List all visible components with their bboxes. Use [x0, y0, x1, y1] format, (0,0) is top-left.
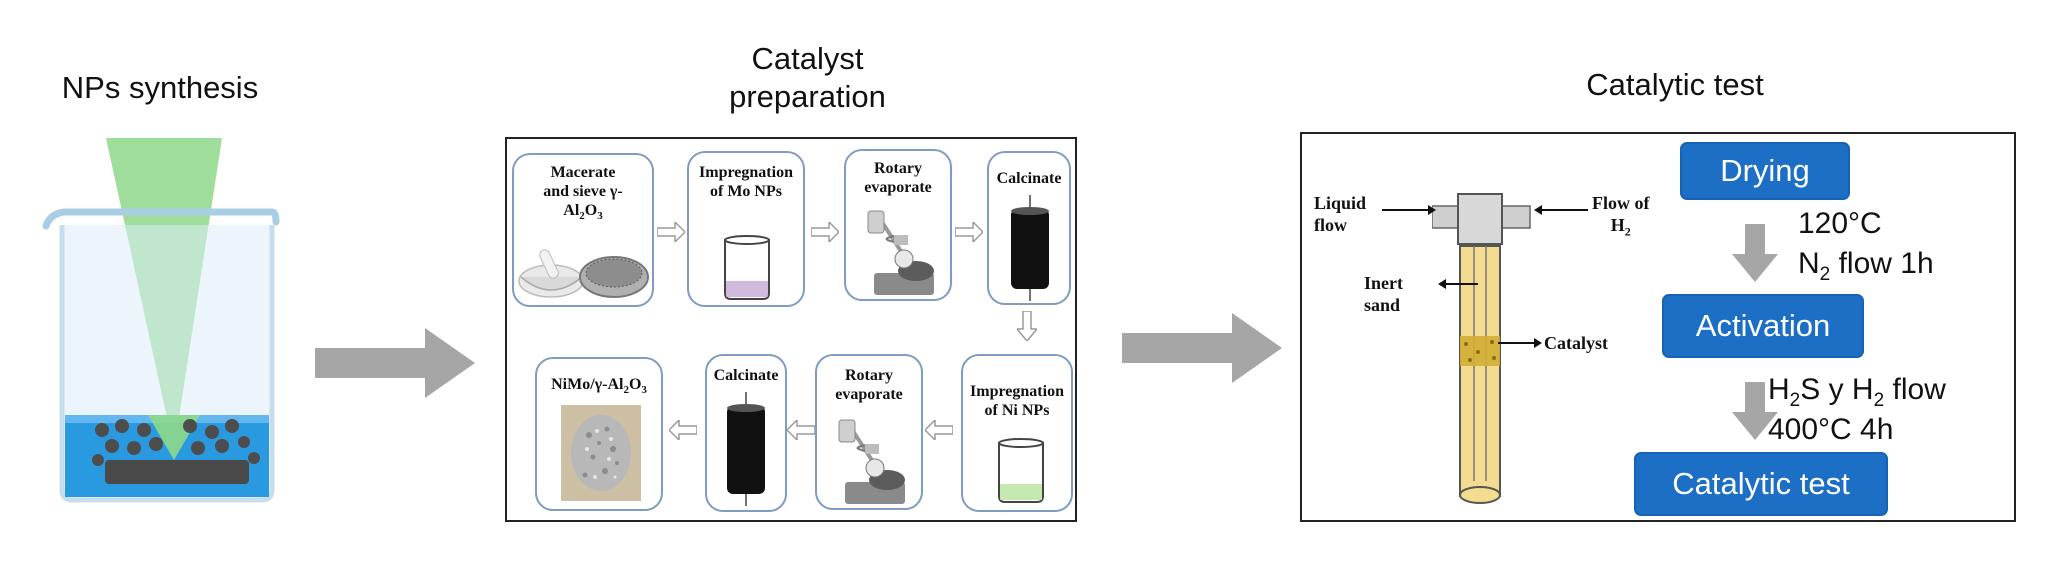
- card-impregnation-ni: Impregnation of Ni NPs: [961, 354, 1073, 512]
- card-impregnation-mo: Impregnation of Mo NPs: [687, 151, 805, 307]
- furnace-icon-1: [1011, 195, 1049, 301]
- small-arrow-5: [787, 420, 815, 440]
- impregnation-ni-l1: Impregnation: [970, 383, 1064, 400]
- catalyst-powder-image: [561, 405, 641, 501]
- calcinate1-label: Calcinate: [996, 170, 1062, 187]
- small-arrow-6: [669, 420, 697, 440]
- small-arrow-3: [955, 222, 983, 242]
- rotary1-l1: Rotary: [874, 160, 922, 177]
- rotary2-l2: evaporate: [835, 386, 903, 403]
- drying-condition-2: N2 flow 1h: [1798, 247, 1934, 285]
- macerate-label-l2: and sieve γ-: [543, 183, 623, 200]
- macerate-label-l3: Al2O3: [563, 202, 603, 222]
- activation-condition-2: 400°C 4h: [1768, 413, 1894, 446]
- small-arrow-2: [811, 222, 839, 242]
- drying-condition-1: 120°C: [1798, 207, 1882, 240]
- rotary1-l2: evaporate: [864, 179, 932, 196]
- test-title: Catalytic test: [1586, 67, 1764, 102]
- card-calcinate-1: Calcinate: [987, 151, 1071, 305]
- arrow-preparation-to-test: [1122, 313, 1282, 383]
- impregnation-ni-l2: of Ni NPs: [984, 402, 1050, 419]
- preparation-title: Catalyst preparation: [700, 40, 915, 116]
- step-catalytic-test: Catalytic test: [1634, 452, 1888, 516]
- catalyst-pointer: [1498, 338, 1542, 348]
- test-panel: Liquid flow Flow of H2 Inert sand Cataly…: [1300, 132, 2016, 522]
- product-label: NiMo/γ-Al2O3: [551, 376, 647, 396]
- reactor-tube-illustration: [1432, 193, 1531, 504]
- card-product: NiMo/γ-Al2O3: [535, 357, 663, 511]
- calcinate2-label: Calcinate: [713, 367, 779, 384]
- small-arrow-down: [1017, 311, 1037, 341]
- beaker-rim: [42, 208, 280, 230]
- catalyst-label: Catalyst: [1544, 333, 1608, 353]
- flow-h2-pointer: [1534, 205, 1588, 215]
- inert-sand-label: Inert sand: [1364, 273, 1403, 315]
- preparation-panel: Macerate and sieve γ- Al2O3 Impregnation…: [505, 137, 1077, 522]
- impregnation-mo-l2: of Mo NPs: [710, 183, 782, 200]
- beaker-ni-icon: [998, 438, 1044, 503]
- card-macerate: Macerate and sieve γ- Al2O3: [512, 153, 654, 307]
- beaker-mo-icon: [724, 235, 770, 300]
- card-rotary-2: Rotary evaporate: [815, 354, 923, 510]
- furnace-icon-2: [727, 392, 765, 506]
- step-drying: Drying: [1680, 142, 1850, 200]
- step-activation: Activation: [1662, 294, 1864, 358]
- rotary-evaporator-icon-1: [867, 210, 934, 295]
- impregnation-mo-l1: Impregnation: [699, 164, 793, 181]
- preparation-title-line2: preparation: [729, 79, 886, 114]
- flow-h2-label: Flow of H2: [1592, 193, 1650, 239]
- liquid-flow-label: Liquid flow: [1314, 193, 1367, 235]
- rotary2-l1: Rotary: [845, 367, 893, 384]
- mortar-and-sieve-image: [518, 249, 649, 298]
- synthesis-beaker-illustration: [42, 138, 280, 503]
- activation-condition-1: H2S y H2 flow: [1768, 373, 1946, 411]
- target-disk: [105, 460, 249, 484]
- arrow-synthesis-to-preparation: [315, 328, 475, 398]
- synthesis-title: NPs synthesis: [61, 70, 259, 105]
- rotary-evaporator-icon-2: [838, 419, 905, 504]
- down-arrow-2: [1732, 382, 1778, 440]
- nanoparticles: [92, 419, 260, 466]
- inert-sand-pointer: [1438, 279, 1478, 289]
- macerate-label-l1: Macerate: [550, 164, 616, 181]
- card-rotary-1: Rotary evaporate: [844, 149, 952, 301]
- small-arrow-1: [657, 222, 685, 242]
- down-arrow-1: [1732, 224, 1778, 282]
- small-arrow-4: [925, 420, 953, 440]
- preparation-title-line1: Catalyst: [751, 41, 864, 76]
- liquid-flow-pointer: [1382, 205, 1436, 215]
- card-calcinate-2: Calcinate: [705, 354, 787, 512]
